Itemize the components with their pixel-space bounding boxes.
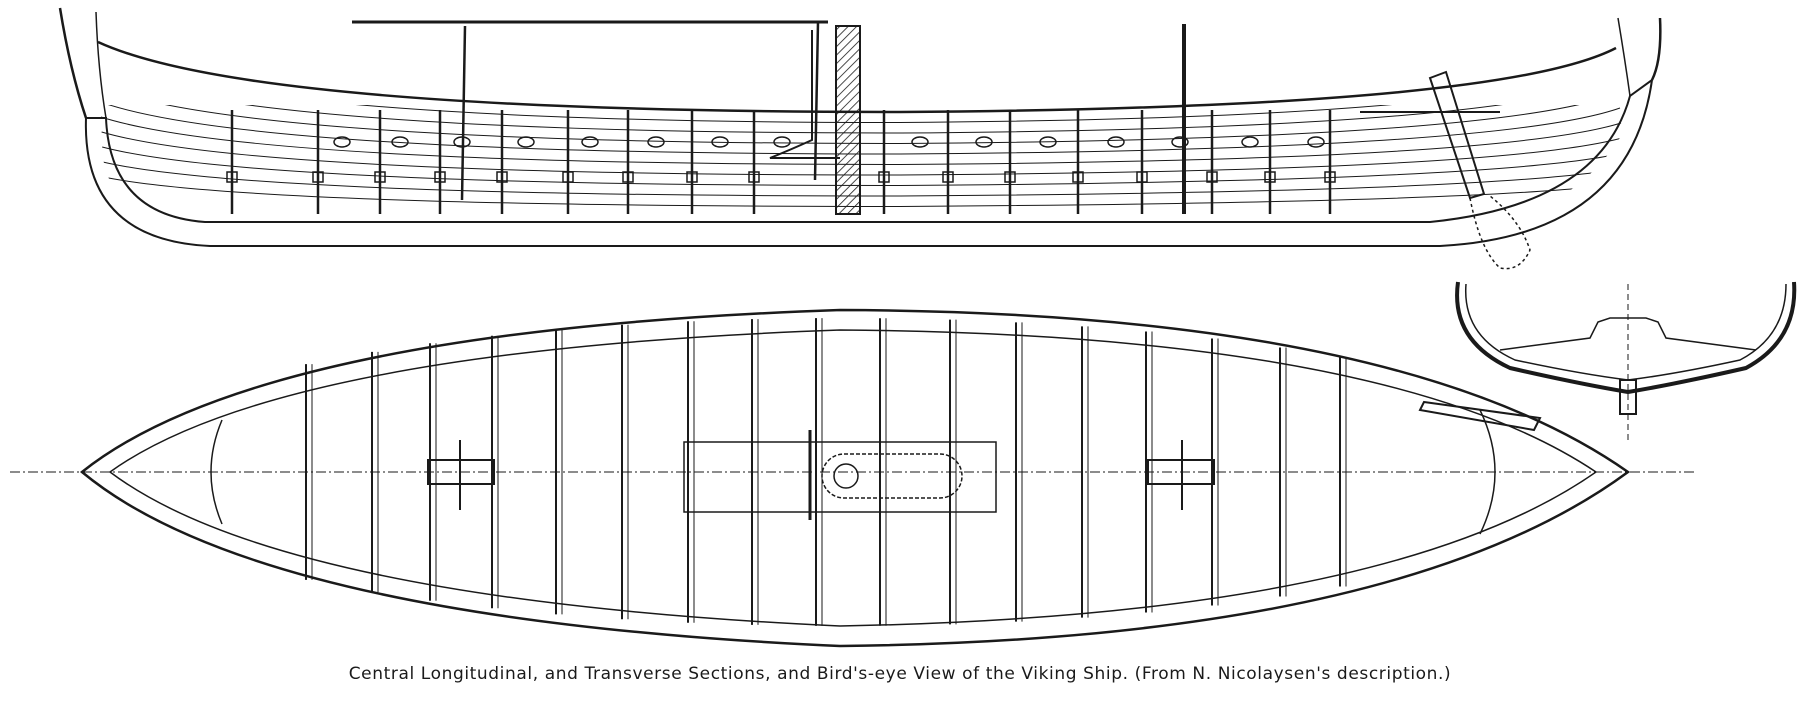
mast-step bbox=[683, 441, 997, 513]
oar-port bbox=[1171, 136, 1189, 148]
longitudinal-section bbox=[58, 7, 1662, 270]
figure-caption: Central Longitudinal, and Transverse Sec… bbox=[348, 664, 1452, 684]
oar-ports bbox=[333, 136, 1325, 148]
oar-port bbox=[1107, 136, 1125, 148]
stem-post-inner bbox=[1617, 17, 1631, 97]
mast-hole bbox=[833, 463, 859, 489]
yard-support-right bbox=[813, 21, 820, 181]
oar-port bbox=[1241, 136, 1259, 148]
keel-hatched-band bbox=[84, 77, 1654, 247]
frame-knee bbox=[496, 171, 508, 183]
stem-post bbox=[1650, 17, 1662, 81]
gunwale bbox=[97, 40, 1617, 114]
plan-stern-cover bbox=[210, 419, 223, 525]
frame-knee bbox=[1206, 171, 1218, 183]
strake-line bbox=[100, 116, 1622, 166]
rudder-blade bbox=[1469, 195, 1531, 270]
oar-port bbox=[517, 136, 535, 148]
oar-port bbox=[711, 136, 729, 148]
transverse-hull-inner bbox=[1464, 283, 1787, 381]
crossbeam-fore bbox=[1147, 440, 1215, 510]
strake-line bbox=[102, 161, 1625, 197]
frame-knee bbox=[878, 171, 890, 183]
frame-knee bbox=[312, 171, 324, 183]
frame-knee bbox=[622, 171, 634, 183]
rudder bbox=[1428, 70, 1486, 200]
plan-hull-inner bbox=[108, 329, 1598, 627]
transverse-section bbox=[1455, 281, 1797, 440]
strake-line bbox=[101, 131, 1623, 176]
frame-knee bbox=[686, 171, 698, 183]
frame-knee bbox=[1324, 171, 1336, 183]
frame-knee bbox=[1136, 171, 1148, 183]
frame-knee bbox=[226, 171, 238, 183]
mast-partner bbox=[835, 25, 861, 215]
strake-line bbox=[99, 86, 1620, 145]
strake-line bbox=[103, 176, 1626, 208]
transverse-hull-outer bbox=[1455, 281, 1797, 395]
stern-post bbox=[58, 7, 88, 119]
oar-port bbox=[647, 136, 665, 148]
oar-port bbox=[773, 136, 791, 148]
plan-bow-cover bbox=[1479, 409, 1496, 535]
strake-line bbox=[102, 146, 1624, 187]
frame-knee bbox=[1072, 171, 1084, 183]
crossbeam-aft bbox=[427, 440, 495, 510]
yard-support-left bbox=[460, 25, 467, 201]
oar-port bbox=[1307, 136, 1325, 148]
hull-strakes bbox=[99, 70, 1626, 208]
frame-knee bbox=[374, 171, 386, 183]
oar-port bbox=[975, 136, 993, 148]
mast-step-socket bbox=[821, 453, 963, 499]
side-frames bbox=[226, 110, 1336, 214]
oar-port bbox=[333, 136, 351, 148]
frame-knee bbox=[1264, 171, 1276, 183]
birds-eye-view bbox=[10, 308, 1694, 648]
mast-fish bbox=[769, 30, 840, 159]
oar-port bbox=[1039, 136, 1057, 148]
plan-hull-outer bbox=[80, 308, 1631, 648]
oar-port bbox=[581, 136, 599, 148]
rudder-plan bbox=[1418, 400, 1542, 432]
frame-knee bbox=[748, 171, 760, 183]
plan-frames bbox=[305, 318, 1347, 626]
oar-port bbox=[391, 136, 409, 148]
frame-knee bbox=[942, 171, 954, 183]
frame-knee bbox=[562, 171, 574, 183]
frame-knee bbox=[1004, 171, 1016, 183]
strake-line bbox=[100, 101, 1621, 155]
frame-knee bbox=[434, 171, 446, 183]
oar-port bbox=[911, 136, 929, 148]
stern-post-inner bbox=[95, 11, 107, 119]
